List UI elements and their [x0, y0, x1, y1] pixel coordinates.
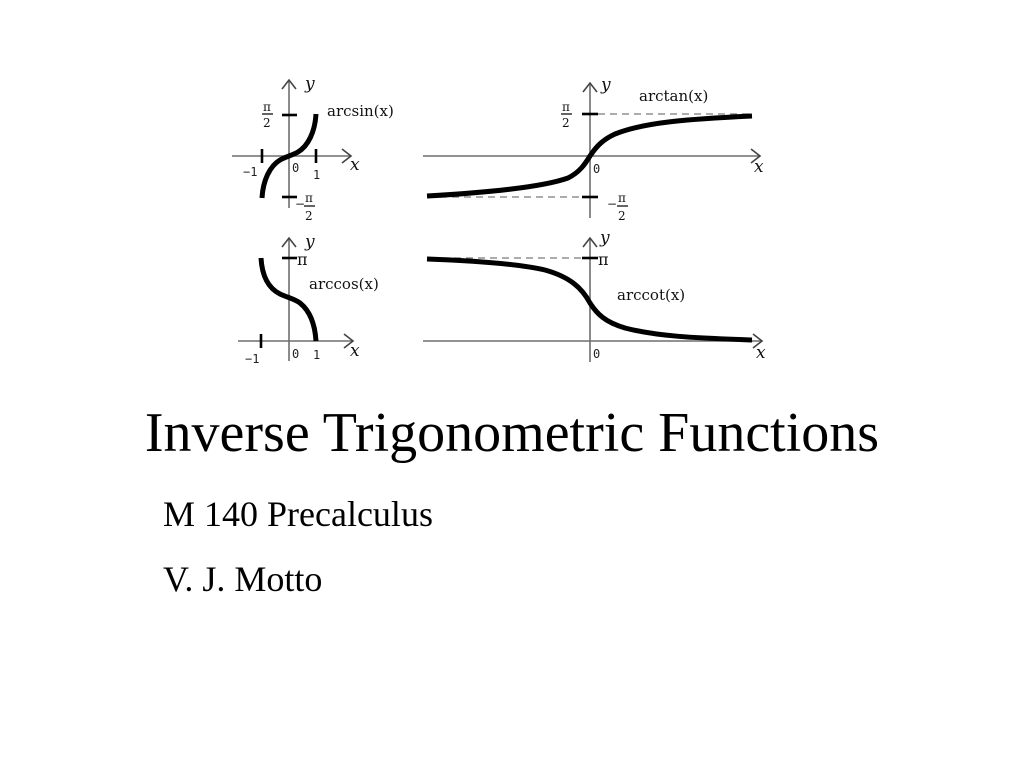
- x-axis-label: x: [350, 155, 360, 175]
- arcsin-label: arcsin(x): [327, 102, 394, 120]
- frac-numerator: π: [618, 191, 626, 205]
- label-neg-pi-over-2: − π 2: [295, 191, 315, 223]
- y-axis-arrow-icon: [281, 78, 297, 90]
- x-axis-arrow-icon: [752, 333, 764, 349]
- tick-label-pi: π: [297, 250, 308, 269]
- tick-label-0: 0: [593, 162, 600, 176]
- arccot-graph: y x 0 π arccot(x): [423, 228, 766, 363]
- label-neg-pi-over-2: − π 2: [607, 191, 628, 223]
- x-axis-arrow-icon: [343, 333, 355, 349]
- tick-label-0: 0: [292, 161, 299, 175]
- arccos-label: arccos(x): [309, 275, 379, 293]
- slide-title: Inverse Trigonometric Functions: [144, 402, 880, 464]
- y-axis-arrow-icon: [582, 236, 598, 248]
- y-axis-label: y: [304, 74, 315, 94]
- x-axis-label: x: [756, 343, 766, 363]
- frac-sign: −: [607, 197, 617, 211]
- y-axis-label: y: [600, 75, 611, 95]
- arccot-label: arccot(x): [617, 286, 685, 304]
- frac-numerator: π: [562, 100, 570, 114]
- frac-denominator: 2: [305, 209, 313, 223]
- x-axis-label: x: [754, 157, 764, 177]
- y-axis-label: y: [304, 232, 315, 252]
- arccot-curve: [426, 256, 753, 343]
- tick-label-0: 0: [292, 347, 299, 361]
- tick-label-pi: π: [598, 250, 609, 269]
- arctan-graph: y x 0 π 2 − π 2 arctan(x): [423, 75, 764, 223]
- arcsin-graph: y x −1 0 1 π 2 − π 2 arcsin(x): [232, 74, 394, 223]
- frac-sign: −: [295, 197, 305, 211]
- tick-label-neg1: −1: [245, 352, 259, 366]
- inverse-trig-graphs-figure: y x −1 0 1 π 2 − π 2 arcsin(x) y x 0: [232, 74, 766, 366]
- x-axis-label: x: [350, 341, 360, 361]
- label-pi-over-2: π 2: [561, 100, 572, 130]
- arcsin-curve: [259, 113, 319, 199]
- y-axis-arrow-icon: [582, 81, 598, 93]
- frac-denominator: 2: [263, 116, 271, 130]
- course-name: M 140 Precalculus: [163, 494, 433, 534]
- tick-label-1: 1: [313, 348, 320, 362]
- frac-denominator: 2: [618, 209, 626, 223]
- arctan-label: arctan(x): [639, 87, 708, 105]
- tick-label-0: 0: [593, 347, 600, 361]
- frac-numerator: π: [305, 191, 313, 205]
- arctan-curve: [426, 113, 753, 199]
- y-axis-arrow-icon: [281, 236, 297, 248]
- arccos-graph: y x −1 0 1 π arccos(x): [238, 232, 379, 366]
- x-axis-arrow-icon: [750, 148, 762, 164]
- author-name: V. J. Motto: [163, 559, 323, 599]
- frac-denominator: 2: [562, 116, 570, 130]
- x-axis-arrow-icon: [341, 148, 353, 164]
- arccos-curve: [258, 257, 319, 342]
- y-axis-label: y: [599, 228, 610, 248]
- frac-numerator: π: [263, 100, 271, 114]
- label-pi-over-2: π 2: [262, 100, 273, 130]
- tick-label-neg1: −1: [243, 165, 257, 179]
- tick-label-1: 1: [313, 168, 320, 182]
